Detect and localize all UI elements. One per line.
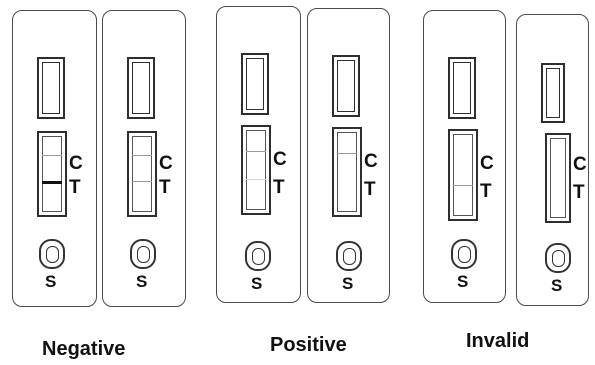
positive-group-label: Positive <box>270 334 347 356</box>
sample-well <box>545 243 571 273</box>
test-line <box>42 181 62 184</box>
control-marker: C <box>573 154 587 175</box>
control-marker: C <box>159 153 173 174</box>
test-line <box>132 181 152 182</box>
test-cassette-negative-1: C T S <box>12 10 97 307</box>
sample-pad-box <box>332 55 360 117</box>
control-marker: C <box>480 153 494 174</box>
sample-well-label: S <box>551 276 563 295</box>
result-window <box>127 131 157 217</box>
sample-pad-box <box>241 53 269 115</box>
sample-well <box>336 241 362 271</box>
control-line <box>42 155 62 156</box>
test-marker: T <box>364 179 376 200</box>
test-marker: T <box>69 177 81 198</box>
test-cassette-negative-2: C T S <box>102 10 186 307</box>
sample-well-label: S <box>342 274 354 293</box>
test-cassette-positive-1: C T S <box>216 6 301 303</box>
sample-well <box>39 239 65 269</box>
control-line <box>337 153 357 154</box>
sample-well-label: S <box>45 272 57 291</box>
sample-pad-box <box>127 57 155 119</box>
result-window <box>448 129 478 221</box>
result-window <box>241 125 271 215</box>
sample-well <box>130 239 156 269</box>
test-cassette-invalid-1: C T S <box>423 10 506 303</box>
control-marker: C <box>273 149 287 170</box>
result-window <box>332 127 362 217</box>
result-window <box>545 133 571 223</box>
control-marker: C <box>364 151 378 172</box>
sample-well-label: S <box>457 272 469 291</box>
sample-well-label: S <box>136 272 148 291</box>
test-marker: T <box>480 181 492 202</box>
sample-pad-box <box>541 63 565 123</box>
test-line <box>246 179 266 180</box>
control-line <box>132 155 152 156</box>
sample-pad-box <box>448 57 476 119</box>
test-line <box>453 185 473 186</box>
test-cassette-invalid-2: C T S <box>516 14 589 306</box>
sample-well <box>245 241 271 271</box>
test-marker: T <box>573 182 585 203</box>
test-cassette-positive-2: C T S <box>307 8 390 303</box>
sample-well-label: S <box>251 274 263 293</box>
negative-group-label: Negative <box>42 338 126 360</box>
sample-well <box>451 239 477 269</box>
invalid-group-label: Invalid <box>466 330 530 352</box>
result-window <box>37 131 67 217</box>
control-marker: C <box>69 153 83 174</box>
test-marker: T <box>273 177 285 198</box>
test-marker: T <box>159 177 171 198</box>
control-line <box>246 151 266 152</box>
sample-pad-box <box>37 57 65 119</box>
